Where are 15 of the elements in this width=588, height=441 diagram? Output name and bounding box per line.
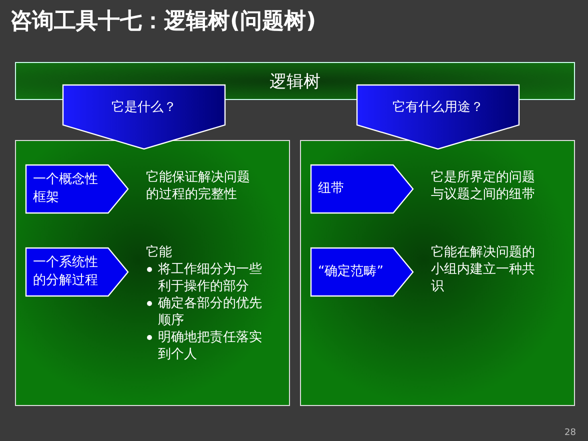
bullet-item: 将工作细分为一些利于操作的部分 xyxy=(158,262,262,294)
concept-tab: “确定范畴” xyxy=(310,247,414,297)
page-number: 28 xyxy=(564,428,576,438)
description-text: 它能在解决问题的小组内建立一种共识 xyxy=(431,244,536,295)
description-text: 它是所界定的问题与议题之间的纽带 xyxy=(431,169,536,203)
question-tab: 它是什么？ xyxy=(62,84,226,150)
description-text: 它能 xyxy=(146,244,173,261)
bullet-item: 确定各部分的优先顺序 xyxy=(158,296,262,328)
concept-tab: 纽带 xyxy=(310,164,414,214)
concept-tab: 一个概念性框架 xyxy=(25,164,129,214)
description-text: 它能保证解决问题的过程的完整性 xyxy=(146,169,251,203)
bullet-item: 明确地把责任落实到个人 xyxy=(158,330,262,362)
slide-title: 咨询工具十七：逻辑树(问题树) xyxy=(10,8,316,36)
concept-tab: 一个系统性的分解过程 xyxy=(25,247,129,297)
question-tab: 它有什么用途？ xyxy=(356,84,520,150)
